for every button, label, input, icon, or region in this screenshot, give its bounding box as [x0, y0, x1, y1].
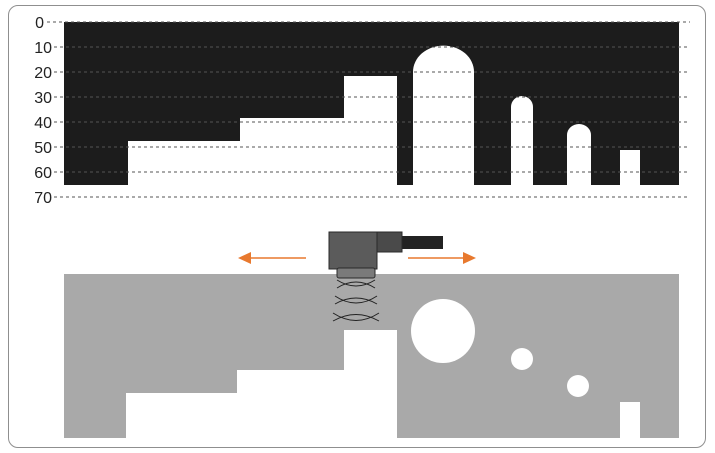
object-large-hole — [411, 299, 475, 363]
motion-arrows — [238, 252, 476, 264]
scanned-object — [64, 274, 679, 438]
profile-small-arch — [567, 124, 591, 185]
profile-thin-post — [620, 150, 640, 185]
object-step-low — [126, 393, 238, 438]
profile-large-arch — [413, 45, 474, 185]
sensor-head — [336, 267, 376, 279]
tick-label-50: 50 — [34, 140, 52, 157]
object-cutouts — [126, 299, 640, 438]
tick-labels: 0 10 20 30 40 50 60 70 — [34, 15, 52, 207]
arrow-right-icon — [408, 252, 476, 264]
object-step-high — [344, 330, 397, 438]
profile-silhouette — [128, 45, 640, 185]
sensor-cable — [401, 236, 443, 249]
tick-label-10: 10 — [34, 40, 52, 57]
sensor-housing — [328, 231, 378, 270]
depth-scale — [47, 21, 690, 198]
profile-medium-arch — [511, 96, 533, 185]
ultrasonic-sensor-icon — [328, 231, 443, 279]
tick-label-0: 0 — [35, 15, 44, 32]
sensor-connector — [373, 231, 403, 253]
scan-profile — [64, 22, 679, 185]
object-slot — [620, 402, 640, 438]
object-medium-hole — [511, 348, 533, 370]
tick-label-30: 30 — [34, 90, 52, 107]
arrow-left-icon — [238, 252, 306, 264]
ultrasonic-wave-icon — [332, 279, 380, 322]
tick-label-40: 40 — [34, 115, 52, 132]
object-small-hole — [567, 375, 589, 397]
profile-step-mid — [240, 118, 344, 185]
profile-step-low — [128, 141, 240, 185]
tick-label-20: 20 — [34, 65, 52, 82]
tick-label-60: 60 — [34, 165, 52, 182]
object-step-mid — [237, 370, 345, 438]
tick-label-70: 70 — [34, 190, 52, 207]
profile-step-high — [344, 76, 397, 185]
